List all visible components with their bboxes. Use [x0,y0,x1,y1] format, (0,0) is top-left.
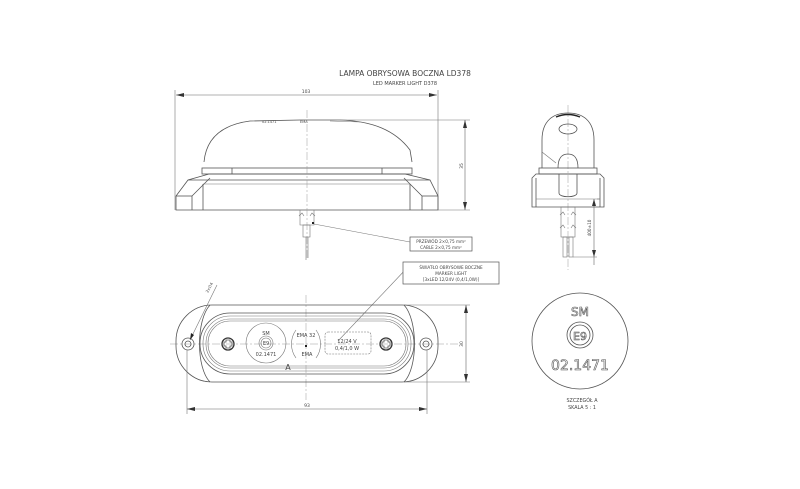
detail-mark-sm: SM [571,305,589,319]
light-label-en: MARKER LIGHT [435,271,467,276]
dome-marking-ema: EMA [300,120,308,124]
detail-mark-e9: E9 [573,330,587,343]
dim-front-width: 103 [302,89,311,95]
light-label-spec: [3xLED 12/24V (0,4/1,0W)] [423,277,480,282]
dim-hole: 2x∅4 [204,281,214,293]
lamp-mark-sm: SM [262,331,270,337]
side-view: 400±10 [531,105,605,270]
front-view: 103 02.1471 EMA 35 [174,89,470,260]
dim-cable-length: 400±10 [587,219,592,236]
lamp-mark-power: 0,4/1,0 W [335,346,359,352]
light-label-pl: ŚWIATŁO OBRYSOWE BOCZNE [419,265,483,270]
dim-front-height: 35 [459,163,465,169]
lamp-mark-e9: E9 [263,341,269,347]
cable-callout: PRZEWÓD 2×0,75 mm² CABLE 2×0,75 mm² [313,223,473,252]
screw-left-icon [221,337,235,351]
detail-a: SM E9 02.1471 SZCZEGÓŁ A SKALA 5 : 1 [531,292,629,411]
dome-marking-approval: 02.1471 [262,120,276,124]
dim-top-width: 93 [304,403,310,409]
cable-label-pl: PRZEWÓD 2×0,75 mm² [416,239,466,244]
screw-right-icon [379,337,393,351]
lamp-mark-approval: 02.1471 [256,352,277,358]
title-main: LAMPA OBRYSOWA BOCZNA LD378 [339,69,471,78]
lamp-mark-voltage: 12/24 V [337,339,357,345]
title-sub: LED MARKER LIGHT D378 [373,81,437,87]
detail-mark-approval: 02.1471 [551,358,609,374]
detail-scale: SKALA 5 : 1 [568,405,596,411]
light-callout: ŚWIATŁO OBRYSOWE BOCZNE MARKER LIGHT [3x… [337,261,500,342]
detail-caption: SZCZEGÓŁ A [567,397,599,404]
cable-label-en: CABLE 2×0,75 mm² [420,245,462,250]
lamp-mark-ema32: EMA 32 [297,333,316,339]
detail-ref-a: A [285,363,291,372]
top-view: SM E9 02.1471 A EMA 32 EMA 12/24 V 0,4/1… [170,281,470,414]
dim-top-height: 30 [459,341,465,347]
lamp-mark-ema: EMA [302,352,313,358]
